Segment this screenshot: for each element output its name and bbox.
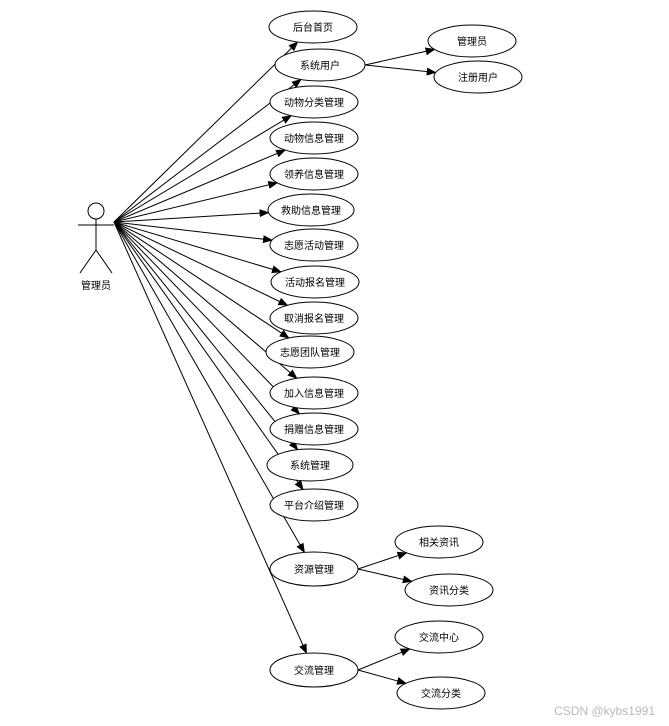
use-case-jiaoliu: 交流管理 (269, 652, 359, 688)
association-xiangguanzixun (357, 551, 408, 570)
use-case-guanliyuan: 管理员 (427, 24, 517, 58)
use-case-zixunfenlei: 资讯分类 (404, 573, 494, 607)
association-jiaoliu (113, 221, 307, 655)
association-zhiyuanhuodong (113, 221, 274, 244)
association-jiuzhu (113, 209, 270, 223)
use-case-lingyang-ellipse (269, 157, 359, 191)
use-case-juanzeng-ellipse (269, 412, 359, 446)
actor-left-leg (79, 249, 97, 274)
use-case-jiaru: 加入信息管理 (269, 376, 359, 410)
use-case-xitongyonghu-label: 系统用户 (300, 59, 340, 72)
use-case-jiaoliufenlei-ellipse (396, 676, 486, 710)
association-guanliyuan (364, 47, 436, 66)
use-case-quxiaobaoming-ellipse (269, 301, 359, 335)
use-case-houtai-label: 后台首页 (293, 21, 333, 34)
association-jiaoliufenlei (357, 669, 407, 685)
use-case-pingtai: 平台介绍管理 (269, 488, 359, 522)
use-case-quxiaobaoming-label: 取消报名管理 (284, 312, 344, 325)
use-case-zhiyuanhuodong: 志愿活动管理 (269, 228, 359, 262)
use-case-xitongguanli-ellipse (266, 448, 354, 482)
use-case-jiaoliuzhongxin-label: 交流中心 (419, 631, 459, 644)
use-case-dongwufenlei-label: 动物分类管理 (284, 96, 344, 109)
use-case-juanzeng-label: 捐赠信息管理 (284, 423, 344, 436)
use-case-xitongguanli-label: 系统管理 (290, 459, 330, 472)
use-case-xitongyonghu-ellipse (274, 48, 366, 82)
use-case-pingtai-ellipse (269, 488, 359, 522)
association-zixunfenlei (357, 568, 413, 584)
association-pingtai (113, 221, 304, 491)
association-houtai (113, 41, 299, 223)
use-case-zhiyuanhuodong-label: 志愿活动管理 (284, 239, 344, 252)
use-case-jiaru-ellipse (269, 376, 359, 410)
use-case-xiangguanzixun-ellipse (394, 525, 484, 559)
actor-label: 管理员 (81, 279, 111, 292)
use-case-xitongyonghu: 系统用户 (274, 48, 366, 82)
use-case-zhiyuantuandui-ellipse (265, 335, 355, 369)
use-case-xiangguanzixun: 相关资讯 (394, 525, 484, 559)
use-case-zhuceyonghu-ellipse (433, 60, 523, 94)
association-lingyang (113, 181, 279, 223)
association-juanzeng (113, 221, 301, 415)
use-case-pingtai-label: 平台介绍管理 (284, 499, 344, 512)
use-case-dongwufenlei: 动物分类管理 (269, 85, 359, 119)
use-case-dongwuxinxi-ellipse (269, 121, 359, 155)
use-case-dongwuxinxi-label: 动物信息管理 (284, 132, 344, 145)
use-case-ziyuan-ellipse (269, 551, 359, 587)
use-case-jiaoliuzhongxin-ellipse (394, 620, 484, 654)
use-case-zixunfenlei-label: 资讯分类 (429, 584, 469, 597)
association-zhuceyonghu (364, 64, 437, 76)
use-case-guanliyuan-ellipse (427, 24, 517, 58)
use-case-zixunfenlei-ellipse (404, 573, 494, 607)
use-case-dongwufenlei-ellipse (269, 85, 359, 119)
association-lines (113, 41, 437, 685)
association-quxiaobaoming (113, 221, 289, 306)
use-case-jiaoliu-ellipse (269, 652, 359, 688)
association-jiaoliuzhongxin (357, 648, 411, 671)
association-ziyuan (113, 221, 305, 554)
association-xitongguanli (113, 221, 299, 451)
actor-head (87, 202, 105, 220)
association-dongwufenlei (113, 115, 293, 223)
use-case-dongwuxinxi: 动物信息管理 (269, 121, 359, 155)
actor-admin: 管理员 (78, 202, 114, 292)
use-case-zhuceyonghu: 注册用户 (433, 60, 523, 94)
use-case-jiuzhu: 救助信息管理 (267, 193, 355, 227)
use-case-jiuzhu-label: 救助信息管理 (281, 204, 341, 217)
use-case-zhuceyonghu-label: 注册用户 (458, 71, 498, 84)
association-zhiyuantuandui (113, 221, 290, 339)
use-case-houtai-ellipse (268, 10, 358, 44)
use-case-quxiaobaoming: 取消报名管理 (269, 301, 359, 335)
use-case-huodongbaoming-label: 活动报名管理 (285, 276, 345, 289)
use-case-zhiyuantuandui-label: 志愿团队管理 (280, 346, 340, 359)
use-case-juanzeng: 捐赠信息管理 (269, 412, 359, 446)
use-case-xitongguanli: 系统管理 (266, 448, 354, 482)
use-case-lingyang-label: 领养信息管理 (284, 168, 344, 181)
use-case-lingyang: 领养信息管理 (269, 157, 359, 191)
use-case-jiaoliufenlei-label: 交流分类 (421, 687, 461, 700)
use-case-jiaoliu-label: 交流管理 (294, 664, 334, 677)
use-case-guanliyuan-label: 管理员 (457, 35, 487, 48)
use-case-jiaoliuzhongxin: 交流中心 (394, 620, 484, 654)
use-case-zhiyuanhuodong-ellipse (269, 228, 359, 262)
use-case-jiaoliufenlei: 交流分类 (396, 676, 486, 710)
use-case-xiangguanzixun-label: 相关资讯 (419, 536, 459, 549)
use-case-houtai: 后台首页 (268, 10, 358, 44)
watermark: CSDN @kybs1991 (554, 704, 655, 718)
use-case-ziyuan-label: 资源管理 (294, 563, 334, 576)
actor-right-leg (95, 249, 113, 274)
use-case-ziyuan: 资源管理 (269, 551, 359, 587)
use-case-huodongbaoming: 活动报名管理 (270, 265, 360, 299)
use-case-jiaru-label: 加入信息管理 (284, 387, 344, 400)
use-case-zhiyuantuandui: 志愿团队管理 (265, 335, 355, 369)
use-case-jiuzhu-ellipse (267, 193, 355, 227)
association-huodongbaoming (113, 221, 282, 274)
use-cases: 后台首页系统用户动物分类管理动物信息管理领养信息管理救助信息管理志愿活动管理活动… (265, 10, 523, 710)
association-dongwuxinxi (113, 149, 287, 223)
use-case-huodongbaoming-ellipse (270, 265, 360, 299)
